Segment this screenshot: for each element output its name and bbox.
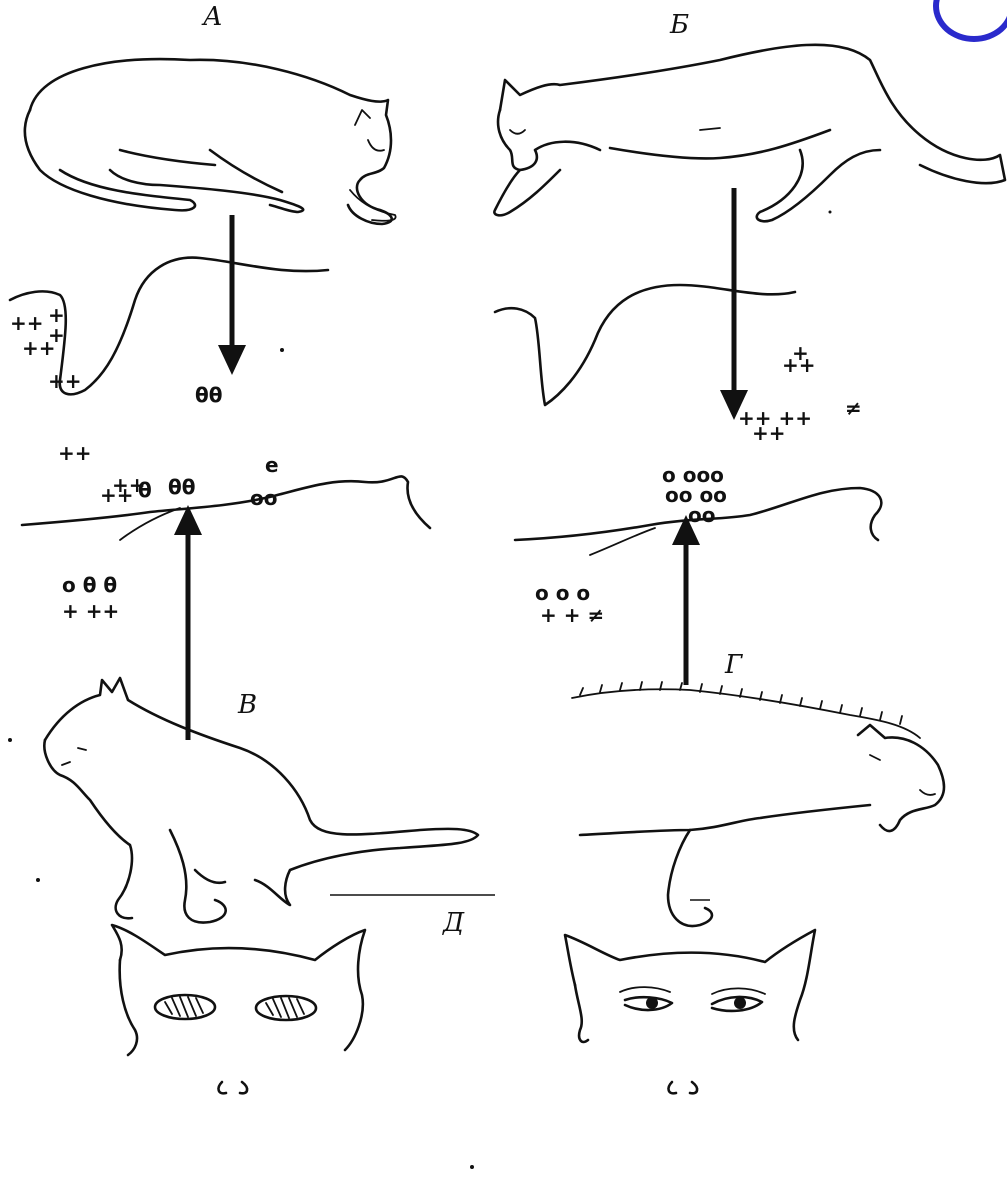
svg-text:++: ++ bbox=[10, 311, 44, 335]
svg-text:+: + bbox=[48, 323, 65, 347]
svg-text:++: ++ bbox=[782, 353, 816, 377]
svg-text:θθ: θθ bbox=[195, 383, 222, 407]
svg-text:++: ++ bbox=[752, 421, 786, 445]
cat-v-drawing bbox=[43, 676, 480, 924]
svg-text:+ ++: + ++ bbox=[62, 599, 119, 623]
svg-text:+: + bbox=[48, 303, 65, 327]
svg-text:++: ++ bbox=[22, 336, 56, 360]
svg-text:e: e bbox=[265, 453, 279, 477]
arrow-up-icon bbox=[174, 505, 202, 535]
arrow-g-up bbox=[672, 515, 700, 685]
arrow-v-up bbox=[174, 505, 202, 740]
svg-text:++ ++: ++ ++ bbox=[738, 406, 812, 430]
cat-b-drawing bbox=[493, 43, 1007, 223]
svg-text:o o o: o o o bbox=[535, 581, 590, 605]
corner-mark bbox=[933, 0, 1007, 42]
svg-text:++: ++ bbox=[112, 473, 146, 497]
label-panel-g: Г bbox=[725, 650, 743, 680]
skin-section-b-lower: o ooo oo oo oo o o o + + ≠ bbox=[513, 463, 883, 627]
skin-section-a-lower: ++ ++ ++ θ θθ e oo o θ θ + ++ bbox=[20, 441, 432, 623]
label-panel-v: В bbox=[238, 690, 258, 720]
svg-text:o ooo: o ooo bbox=[662, 463, 724, 487]
svg-text:++: ++ bbox=[100, 483, 134, 507]
cat-face-left bbox=[110, 923, 367, 1095]
arrow-down-icon bbox=[218, 345, 246, 375]
cat-face-right bbox=[563, 928, 817, 1095]
eye-pupil bbox=[646, 997, 658, 1009]
skin-section-a-upper: ++ ++ + + ++ θθ bbox=[8, 256, 330, 407]
svg-text:θθ: θθ bbox=[168, 475, 195, 499]
label-panel-a: А bbox=[203, 2, 223, 32]
svg-text:+: + bbox=[792, 341, 809, 365]
svg-text:o θ θ: o θ θ bbox=[62, 573, 117, 597]
eye-pupil bbox=[734, 997, 746, 1009]
svg-text:++: ++ bbox=[48, 369, 82, 393]
arrow-b-down bbox=[720, 188, 748, 420]
cat-g-drawing bbox=[571, 681, 946, 928]
label-panel-d: Д bbox=[443, 908, 465, 938]
svg-text:oo: oo bbox=[250, 486, 277, 510]
svg-text:+ + ≠: + + ≠ bbox=[540, 603, 604, 627]
arrow-up-icon bbox=[672, 515, 700, 545]
arrow-a-down bbox=[218, 215, 246, 375]
svg-text:≠: ≠ bbox=[845, 396, 862, 420]
svg-text:oo oo: oo oo bbox=[665, 483, 727, 507]
cat-a-drawing bbox=[23, 57, 397, 226]
svg-text:θ: θ bbox=[138, 478, 152, 502]
svg-text:++: ++ bbox=[58, 441, 92, 465]
arrow-down-icon bbox=[720, 390, 748, 420]
svg-text:oo: oo bbox=[688, 503, 715, 527]
skin-section-b-upper: ++ + ≠ ++ ++ ++ bbox=[493, 283, 862, 445]
label-panel-b: Б bbox=[670, 10, 690, 40]
